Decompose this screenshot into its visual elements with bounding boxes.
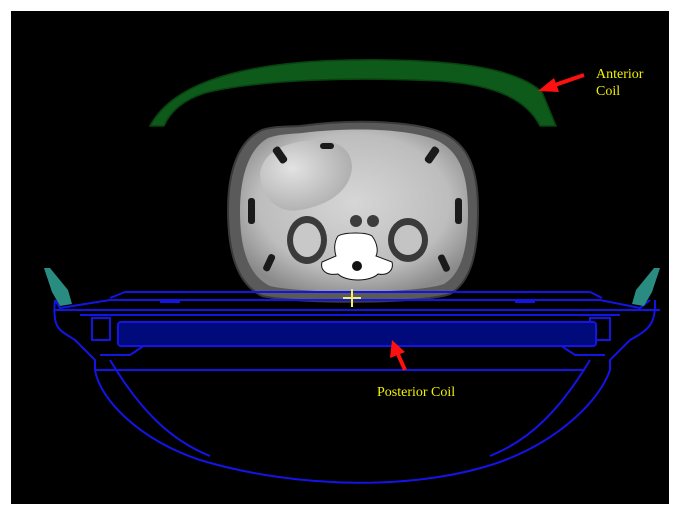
anterior-coil-label-line1: Anterior <box>596 66 643 83</box>
anterior-coil <box>150 60 556 126</box>
arrow-left-icon <box>538 75 584 92</box>
anterior-coil-label-line2: Coil <box>596 83 643 100</box>
posterior-coil-label: Posterior Coil <box>377 384 455 401</box>
patient-ct-slice <box>228 122 478 302</box>
table-outline <box>54 292 660 483</box>
posterior-coil <box>118 322 596 346</box>
left-clamp <box>44 268 72 306</box>
anterior-coil-label: Anterior Coil <box>596 66 643 100</box>
